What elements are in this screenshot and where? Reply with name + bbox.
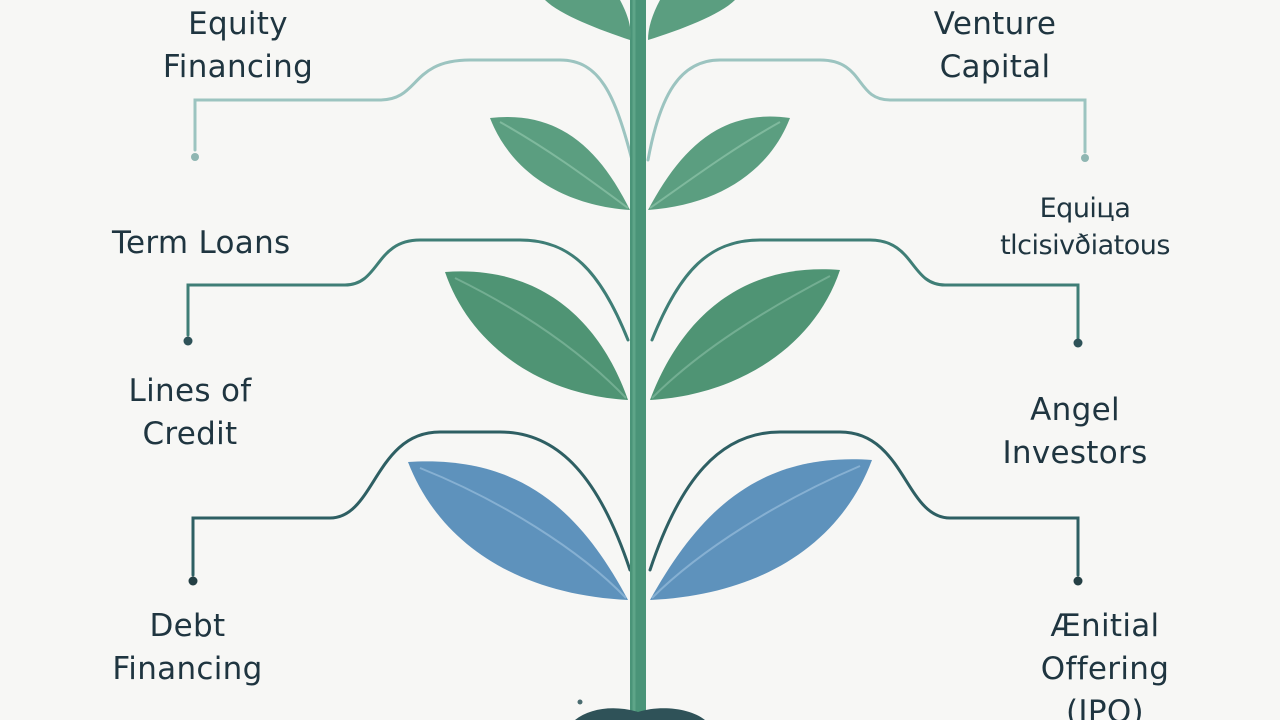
connector-venture-capital [646,58,1087,162]
connector-term-loans [186,238,630,342]
endpoint-dot [183,336,193,346]
label-equity-tail: Equiцa tlcisivðiatous [1000,193,1170,262]
leaf-middle-left-vein [454,277,627,399]
label-equity-financing: Equity Financing [162,6,314,85]
connector-debt-financing [191,430,632,577]
endpoint-dot [191,153,199,161]
endpoint-dot [188,576,198,586]
label-angel-investors: Angel Investors [1002,392,1148,471]
leaf-top-left [545,0,631,40]
leaf-upper-left [490,116,630,210]
leaf-upper-right-vein [649,121,781,209]
endpoint-dot [577,699,583,705]
connector-initial-offering [648,430,1080,577]
plant-roots [575,708,705,720]
leaf-middle-right-vein [651,275,831,399]
label-debt-financing: Debt Financing [112,608,263,687]
leaf-lower-left [408,461,628,600]
leaf-upper-right [648,116,790,210]
leaf-upper-left-vein [499,121,629,209]
label-venture-capital: Venture Capital [933,6,1057,85]
label-term-loans: Term Loans [112,225,291,261]
endpoint-dot [1081,154,1089,162]
endpoint-dot [1073,576,1083,586]
label-lines-of-credit: Lines of Credit [128,373,252,452]
leaf-top-right [648,0,735,40]
leaf-lower-right [650,459,872,600]
leaf-middle-right [650,269,840,400]
leaf-middle-left [445,271,628,400]
connector-equity-tail [650,238,1080,342]
leaf-lower-left-vein [419,467,627,599]
label-initial-offering: Ænitial Offering (IPO) [1040,608,1170,720]
connector-equity-financing [193,58,634,162]
endpoint-dot [1073,338,1083,348]
leaf-lower-right-vein [651,465,861,599]
